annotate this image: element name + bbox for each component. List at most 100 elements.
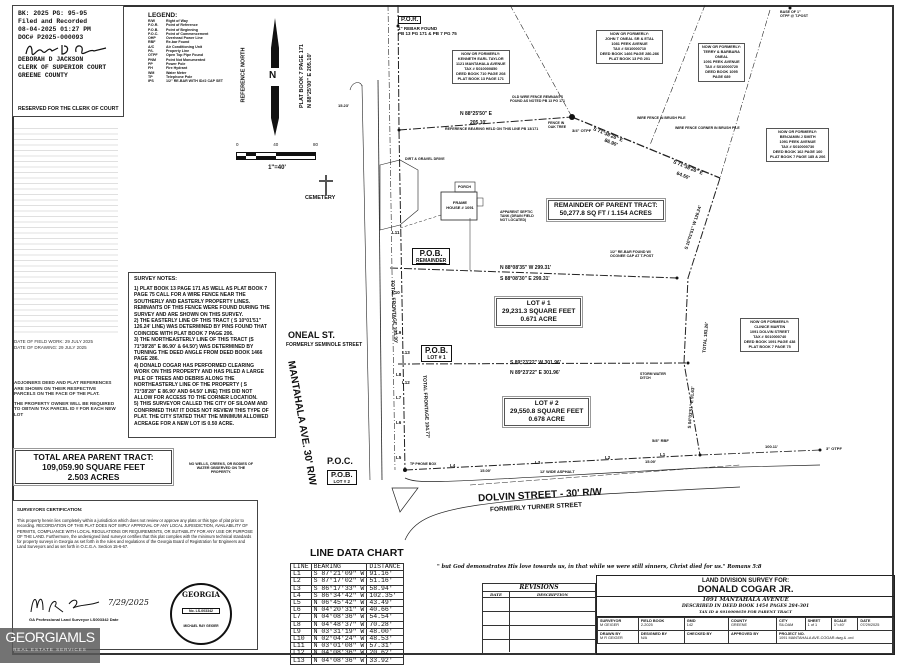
- cemetery-label: CEMETERY: [305, 195, 336, 201]
- legend-item: IPS 1/2" RE-BAR WITH ID#2 CAP SET: [148, 79, 248, 83]
- adjoiner-line: DEED BOOK 1466 PAGE 280-286: [600, 52, 660, 56]
- por-label: P.O.R. 1" REBAR FOUND PB 13 PG 171 & PB …: [398, 8, 457, 36]
- legend-abbr: TP: [148, 74, 153, 79]
- remainder-value: 50,277.8 SQ FT / 1.154 ACRES: [559, 210, 652, 217]
- dolvin-edge: [404, 464, 821, 482]
- pob-sub: REMAINDER: [416, 258, 447, 264]
- line-label: L7: [396, 395, 402, 400]
- lot1-line-bearing-bottom: S 88°08'30" E 299.31': [500, 276, 550, 282]
- corner-marker: [818, 448, 822, 452]
- adjoiner-line: 1121 MANTAHALA AVENUE: [456, 62, 506, 66]
- survey-for-label: LAND DIVISION SURVEY FOR:: [701, 578, 790, 584]
- scale-bar: 0 40 80 1"=40': [236, 142, 318, 171]
- adjoiner-line: BENJAMIN J SMITH: [779, 135, 816, 139]
- adjoiner-line: TAX # S010000850: [464, 67, 498, 71]
- legend-abbr: PNM: [148, 57, 156, 62]
- road-centerline: [387, 4, 396, 471]
- fine-print-notes: [14, 125, 118, 335]
- rbf-note: 5/8" RBF: [652, 438, 669, 443]
- line-label: L6: [396, 420, 402, 425]
- road-edge: [361, 84, 371, 481]
- pob-sub: LOT # 2: [333, 479, 351, 484]
- field-value: 07/29/2025: [860, 622, 880, 627]
- drawing-date: DATE OF DRAWING: 29 JULY 2025: [14, 344, 87, 350]
- line-data-cell: L13: [290, 656, 312, 665]
- signature-date: 7/29/2025: [108, 598, 150, 607]
- porch: [454, 181, 476, 193]
- clerk-signature: [25, 45, 107, 56]
- legend-abbr: OHP: [148, 36, 156, 41]
- adjoiner-line: NOW OR FORMERLY:: [702, 45, 742, 49]
- north-arrow: [269, 18, 281, 136]
- scale-tick: 40: [273, 142, 279, 147]
- adjoiner-line: PAGE 689: [712, 75, 731, 79]
- line-label: L8: [396, 372, 402, 377]
- legend-item: P.O.C.Point of Commencement: [148, 32, 248, 36]
- surveyor-signature: [30, 598, 100, 613]
- total-area-title: TOTAL AREA PARENT TRACT:: [33, 452, 154, 462]
- signature-line-label: GA Professional Land Surveyor LS003342 D…: [29, 617, 119, 622]
- pob-title: P.O.B.: [425, 346, 448, 355]
- tax-id: TAX ID # S010000650 FOR PARENT TRACT: [698, 609, 792, 614]
- corner-marker: [569, 114, 575, 120]
- line-label: L2: [605, 455, 611, 460]
- field-label: DESIGNED BY: [640, 631, 668, 636]
- field-label: SHEET: [807, 618, 821, 623]
- legend-abbr: PP: [148, 61, 153, 66]
- revisions-title: REVISIONS: [483, 584, 595, 592]
- adjoiner-line: CLINICE MARTIN: [754, 325, 786, 329]
- legend-abbr: A/C: [148, 44, 155, 49]
- legend-desc: 1/2" RE-BAR WITH ID#2 CAP SET: [166, 79, 223, 84]
- septic-label: APPARENT SEPTIC TANK (DRAIN FIELD NOT LO…: [500, 210, 534, 222]
- north-letter: N: [269, 70, 277, 81]
- adjoiner-line: NOW OR FORMERLY:: [461, 52, 501, 56]
- line-label: L11: [392, 230, 400, 235]
- legend-desc: Re-bar Found: [166, 40, 190, 45]
- lot1-area: LOT # 1 29,231.3 SQUARE FEET 0.671 ACRE: [493, 296, 584, 328]
- field-label: GMD: [686, 618, 696, 623]
- remainder-title: REMAINDER OF PARENT TRACT:: [554, 202, 658, 209]
- legend-abbr: P.O.R.: [148, 23, 159, 28]
- seal-reg: No. LS-003342: [182, 608, 220, 614]
- field-value: SILOAM: [778, 622, 794, 627]
- rebar-tpost-note: 1/2" RE-BAR FOUND W/ OCONEE CAP AT T-POS…: [610, 250, 654, 258]
- lot1-north-line: [389, 267, 678, 279]
- title-block-field: APPROVED BY: [727, 629, 777, 644]
- offset-top-label: 15.23': [338, 103, 349, 108]
- survey-notes-title: SURVEY NOTES:: [134, 276, 178, 282]
- poc-label: P.O.C.: [327, 456, 353, 466]
- legend-abbr: IPS: [148, 79, 154, 84]
- title-block: LAND DIVISION SURVEY FOR: DONALD COGAR J…: [596, 575, 895, 655]
- otpf-note: 3/4" OTPF: [572, 128, 592, 133]
- legend-abbr: FH: [148, 66, 153, 71]
- scale-tick: 0: [236, 142, 239, 147]
- legend-item: P.O.B.Point of Beginning: [148, 28, 248, 32]
- gravel-drive: [379, 159, 419, 231]
- por-title: P.O.R.: [398, 16, 422, 24]
- field-value: N/A: [640, 635, 648, 640]
- recording-doc: DOC# P2025-000093: [18, 34, 84, 41]
- total-area-box: TOTAL AREA PARENT TRACT: 109,059.90 SQUA…: [13, 448, 174, 486]
- otpf-east-note: 3" OTPF: [826, 446, 842, 451]
- legend-title: LEGEND:: [148, 12, 178, 19]
- field-label: SCALE: [833, 618, 847, 623]
- adjoiner-line: ONEAL: [714, 55, 729, 59]
- lot1-line-bearing-top: N 88°08'35" W 299.31': [500, 265, 552, 271]
- line-label: L13: [402, 350, 410, 355]
- east-distance: 100.11': [765, 444, 778, 449]
- legend-desc: Point of Reference: [166, 23, 198, 28]
- pob-lot1: P.O.B. LOT # 1: [421, 345, 452, 362]
- adjoiner-line: PLAT BOOK 13 PAGE 171: [457, 77, 504, 81]
- adjoiner-line: PLAT BOOK 13 PG 201: [608, 57, 651, 61]
- adjoiner-line: NOW OR FORMERLY:: [610, 32, 650, 36]
